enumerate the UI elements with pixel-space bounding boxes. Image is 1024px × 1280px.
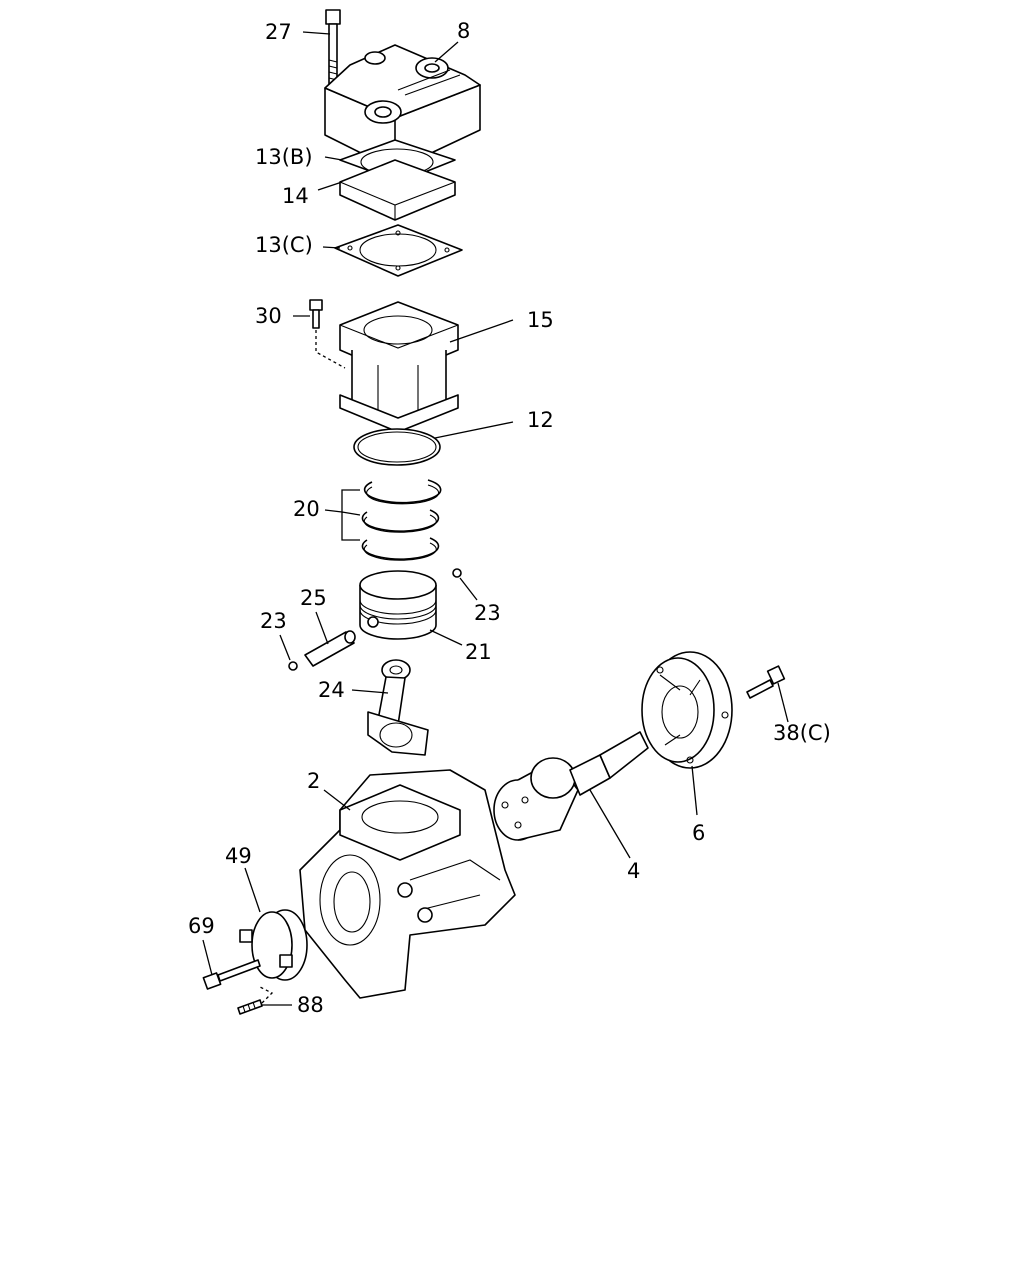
label-6: 6 [692,821,705,845]
part-88-stud [237,985,274,1015]
label-14: 14 [282,184,309,208]
part-69-bolt [202,959,261,990]
part-labels: 27 8 13(B) 14 13(C) 30 15 12 20 23 23 25… [188,19,831,1017]
part-14-valve-plate [339,159,456,221]
label-20: 20 [293,497,320,521]
part-24-connecting-rod [367,659,429,756]
label-4: 4 [627,859,640,883]
part-8-cylinder-head [324,44,481,171]
part-15-cylinder [339,301,459,433]
part-23-circlip-right [452,568,462,578]
leader-lines [202,31,789,1006]
label-23-left: 23 [260,609,287,633]
part-25-piston-pin [304,630,356,667]
label-88: 88 [297,993,324,1017]
label-30: 30 [255,304,282,328]
label-15: 15 [527,308,554,332]
part-23-circlip-left [288,661,298,671]
label-12: 12 [527,408,554,432]
label-69: 69 [188,914,215,938]
part-2-crankcase [299,769,516,999]
label-24: 24 [318,678,345,702]
label-38c: 38(C) [773,721,831,745]
part-4-crankshaft [493,731,649,841]
label-2: 2 [307,769,320,793]
label-25: 25 [300,586,327,610]
part-12-o-ring [353,428,441,466]
label-13b: 13(B) [255,145,313,169]
part-38c-bolt [746,665,786,699]
label-13c: 13(C) [255,233,313,257]
part-6-bearing-cover [641,651,733,769]
label-21: 21 [465,640,492,664]
part-49-end-cover [239,909,308,981]
part-21-piston [359,570,437,640]
label-27: 27 [265,20,292,44]
part-30-bolt [309,299,346,369]
part-20-piston-rings [341,479,442,561]
label-49: 49 [225,844,252,868]
label-8: 8 [457,19,470,43]
part-13c-gasket [334,224,463,277]
label-23-right: 23 [474,601,501,625]
